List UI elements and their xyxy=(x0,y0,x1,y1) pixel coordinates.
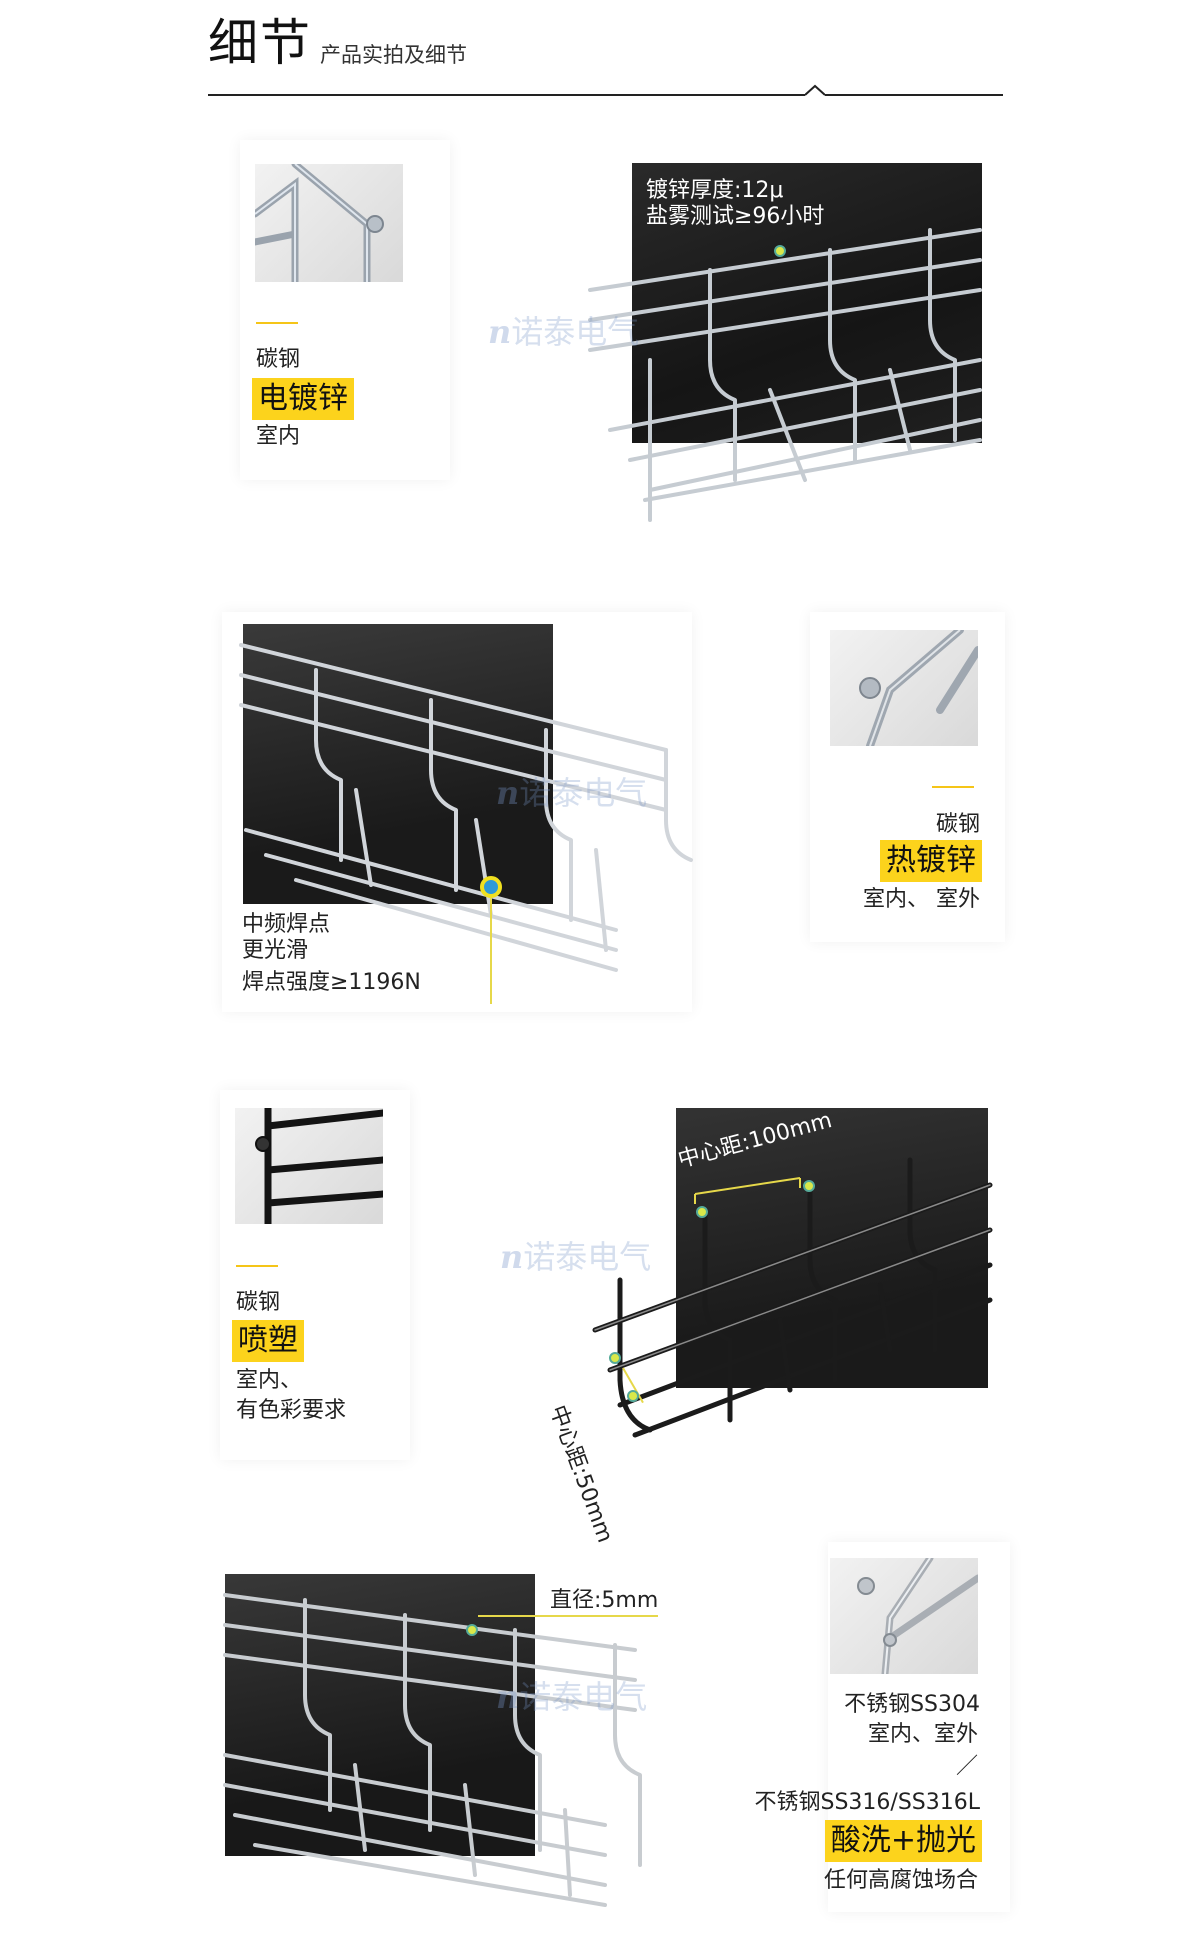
page-subtitle: 产品实拍及细节 xyxy=(320,43,467,67)
section2-callout-line3: 焊点强度≥1196N xyxy=(242,970,421,995)
section1-callout-line1: 镀锌厚度:12μ xyxy=(646,178,784,203)
section3-top-bracket xyxy=(694,1177,801,1204)
section4-callout-leader xyxy=(478,1615,658,1617)
section3-top-dot-left xyxy=(696,1206,708,1218)
section1-finish-badge: 电镀锌 xyxy=(252,378,354,420)
section4-usage-2: 任何高腐蚀场合 xyxy=(823,1868,978,1893)
section4-material-1: 不锈钢SS304 xyxy=(844,1692,980,1717)
section3-side-dot-top xyxy=(609,1352,621,1364)
section4-usage-1: 室内、室外 xyxy=(867,1722,978,1747)
section1-usage: 室内 xyxy=(256,424,301,449)
section2-detail-thumbnail xyxy=(830,630,978,746)
section1-callout-dot xyxy=(774,245,786,257)
section2-callout-dot xyxy=(480,876,502,898)
section3-usage-line2: 有色彩要求 xyxy=(236,1398,347,1423)
section1-callout-line2: 盐雾测试≥96小时 xyxy=(646,204,825,229)
section3-material: 碳钢 xyxy=(236,1290,281,1315)
section2-tray-illustration xyxy=(239,643,693,972)
section1-tray-illustration xyxy=(588,228,982,522)
section4-dark-photo-bg xyxy=(225,1574,535,1856)
section4-tray-illustration xyxy=(223,1593,642,1907)
section3-finish-badge: 喷塑 xyxy=(232,1320,304,1362)
section4-material-2: 不锈钢SS316/SS316L xyxy=(754,1790,980,1815)
section2-callout-line2: 更光滑 xyxy=(242,938,309,963)
section3-side-dot-bottom xyxy=(627,1390,639,1402)
section4-callout: 直径:5mm xyxy=(550,1588,659,1613)
section1-material: 碳钢 xyxy=(256,347,301,372)
section3-detail-thumbnail xyxy=(235,1108,383,1224)
watermark-1: n诺泰电气 xyxy=(488,313,640,351)
watermark-3: n诺泰电气 xyxy=(500,1238,652,1276)
section4-callout-dot xyxy=(466,1624,478,1636)
watermark-2: n诺泰电气 xyxy=(496,774,648,812)
section2-accent-line xyxy=(932,786,974,788)
section3-tray-illustration xyxy=(592,1157,993,1438)
section2-callout-line1: 中频焊点 xyxy=(242,912,331,937)
section1-accent-line xyxy=(256,322,298,324)
section3-accent-line xyxy=(236,1265,278,1267)
section2-finish-badge: 热镀锌 xyxy=(880,840,982,882)
section2-material: 碳钢 xyxy=(935,812,980,837)
section4-separator: ／ xyxy=(955,1754,978,1779)
section3-top-dot-right xyxy=(803,1180,815,1192)
section4-detail-thumbnail xyxy=(830,1558,978,1674)
section3-usage-line1: 室内、 xyxy=(236,1368,303,1393)
section2-usage: 室内、 室外 xyxy=(863,887,980,912)
header-notch xyxy=(805,84,825,96)
page-title: 细节 xyxy=(208,14,312,72)
section2-callout-leader xyxy=(490,898,492,1004)
header-divider xyxy=(208,94,1003,96)
section4-finish-badge: 酸洗+抛光 xyxy=(824,1820,982,1862)
section2-dark-photo-bg xyxy=(243,624,553,904)
watermark-4: n诺泰电气 xyxy=(496,1678,648,1716)
section1-detail-thumbnail xyxy=(255,164,403,282)
